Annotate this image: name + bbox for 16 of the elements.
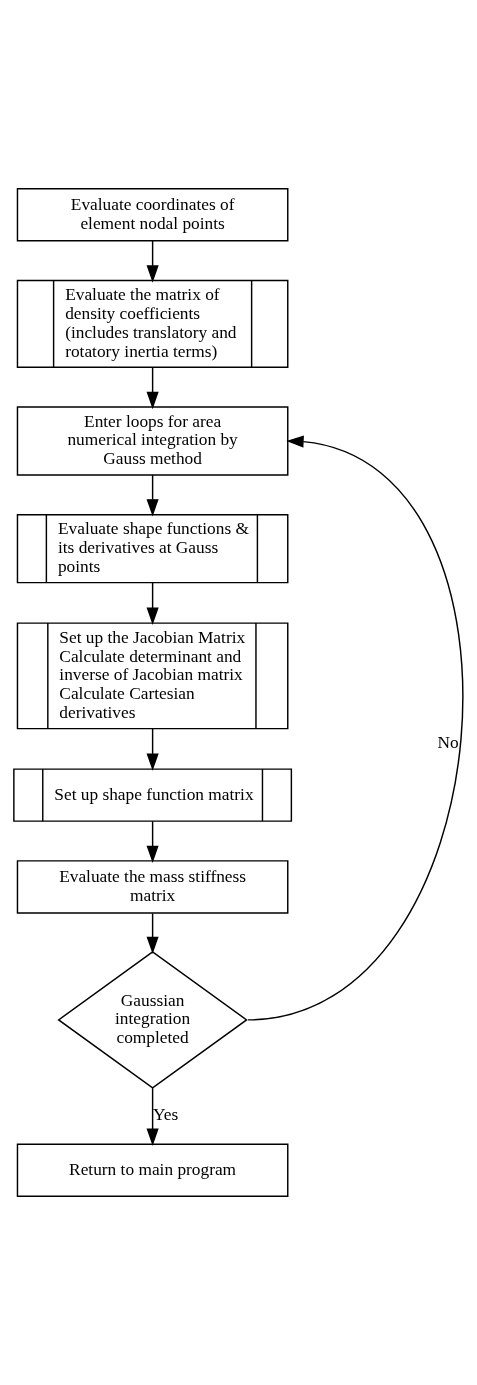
- node-box: Evaluate the mass stiffness matrix: [16, 860, 289, 914]
- edge-label: Yes: [153, 1105, 179, 1125]
- arrow: [146, 727, 159, 771]
- arrow: [146, 912, 159, 954]
- arrow: [247, 435, 463, 1021]
- arrow: [146, 1087, 159, 1146]
- arrow: [146, 367, 159, 410]
- arrow: [146, 240, 159, 283]
- node-diamond: Gaussian integration completed: [57, 951, 248, 1089]
- node-box: Evaluate coordinates of element nodal points: [16, 188, 289, 242]
- edge-label: No: [437, 733, 459, 753]
- arrow: [146, 820, 159, 864]
- node-box: Return to main program: [16, 1143, 289, 1197]
- node-box: Enter loops for area numerical integration by Gauss method: [16, 406, 289, 476]
- arrow: [146, 582, 159, 625]
- arrow: [146, 474, 159, 517]
